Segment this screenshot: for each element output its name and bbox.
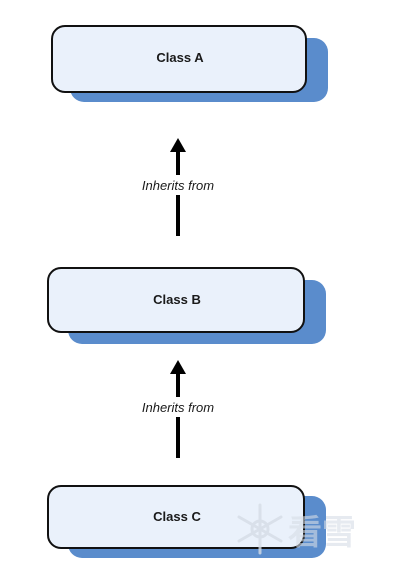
class-a-label: Class A: [156, 50, 204, 65]
class-c-box: [47, 485, 305, 549]
class-c-node[interactable]: Class C: [47, 485, 326, 558]
class-b-node[interactable]: Class B: [47, 267, 326, 344]
class-a-node[interactable]: Class A: [51, 25, 328, 102]
class-b-box: [47, 267, 305, 333]
watermark-text: 看雪: [288, 513, 356, 553]
watermark: 看雪: [237, 503, 356, 555]
class-c-label: Class C: [153, 509, 201, 524]
edge-label-bg-c-to-b: [126, 397, 230, 417]
edge-label-bg-b-to-a: [126, 175, 230, 195]
snowflake-icon: [237, 503, 283, 555]
edge-label-c-to-b: Inherits from: [142, 400, 214, 415]
edge-c-to-b: Inherits from: [126, 360, 230, 458]
edge-label-b-to-a: Inherits from: [142, 178, 214, 193]
edge-b-to-a: Inherits from: [126, 138, 230, 236]
class-b-label: Class B: [153, 292, 201, 307]
class-a-box: [51, 25, 307, 93]
arrowhead-b-to-a: [170, 138, 186, 152]
arrowhead-c-to-b: [170, 360, 186, 374]
